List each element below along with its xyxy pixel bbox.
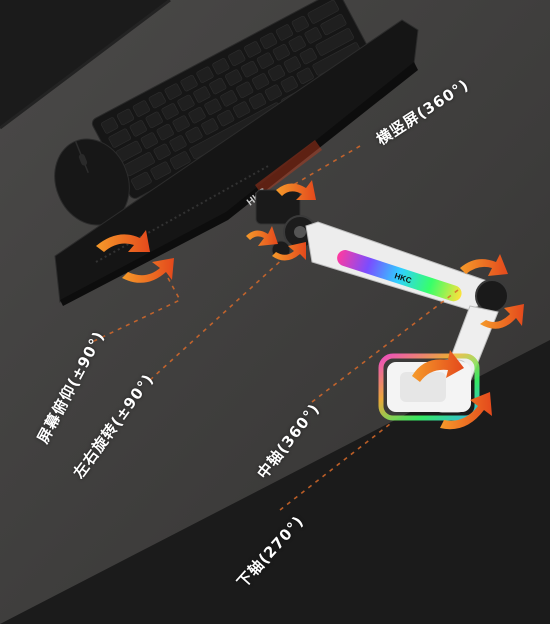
guide-middle: [311, 289, 459, 403]
guide-lines: [91, 145, 459, 511]
lower-arrow-left-icon: [412, 350, 464, 382]
rgb-light-strip: [337, 250, 462, 302]
elbow-joint: [475, 279, 509, 313]
lower-arrow-right-icon: [440, 392, 492, 430]
tilt-arrow-up-icon: [96, 230, 150, 252]
swivel-arrow-left-icon: [246, 226, 278, 246]
rotation-arrows: [96, 180, 524, 430]
rotation-arrow-icon: [276, 180, 316, 200]
guide-swivel: [149, 255, 287, 381]
swivel-arrow-right-icon: [272, 242, 306, 261]
middle-arrow-upper-icon: [460, 254, 508, 276]
mouse: [54, 138, 130, 226]
middle-arrow-lower-icon: [480, 304, 524, 329]
tilt-arrow-down-icon: [122, 258, 174, 283]
desk-edge: [0, 0, 171, 130]
guide-tilt: [91, 277, 182, 343]
